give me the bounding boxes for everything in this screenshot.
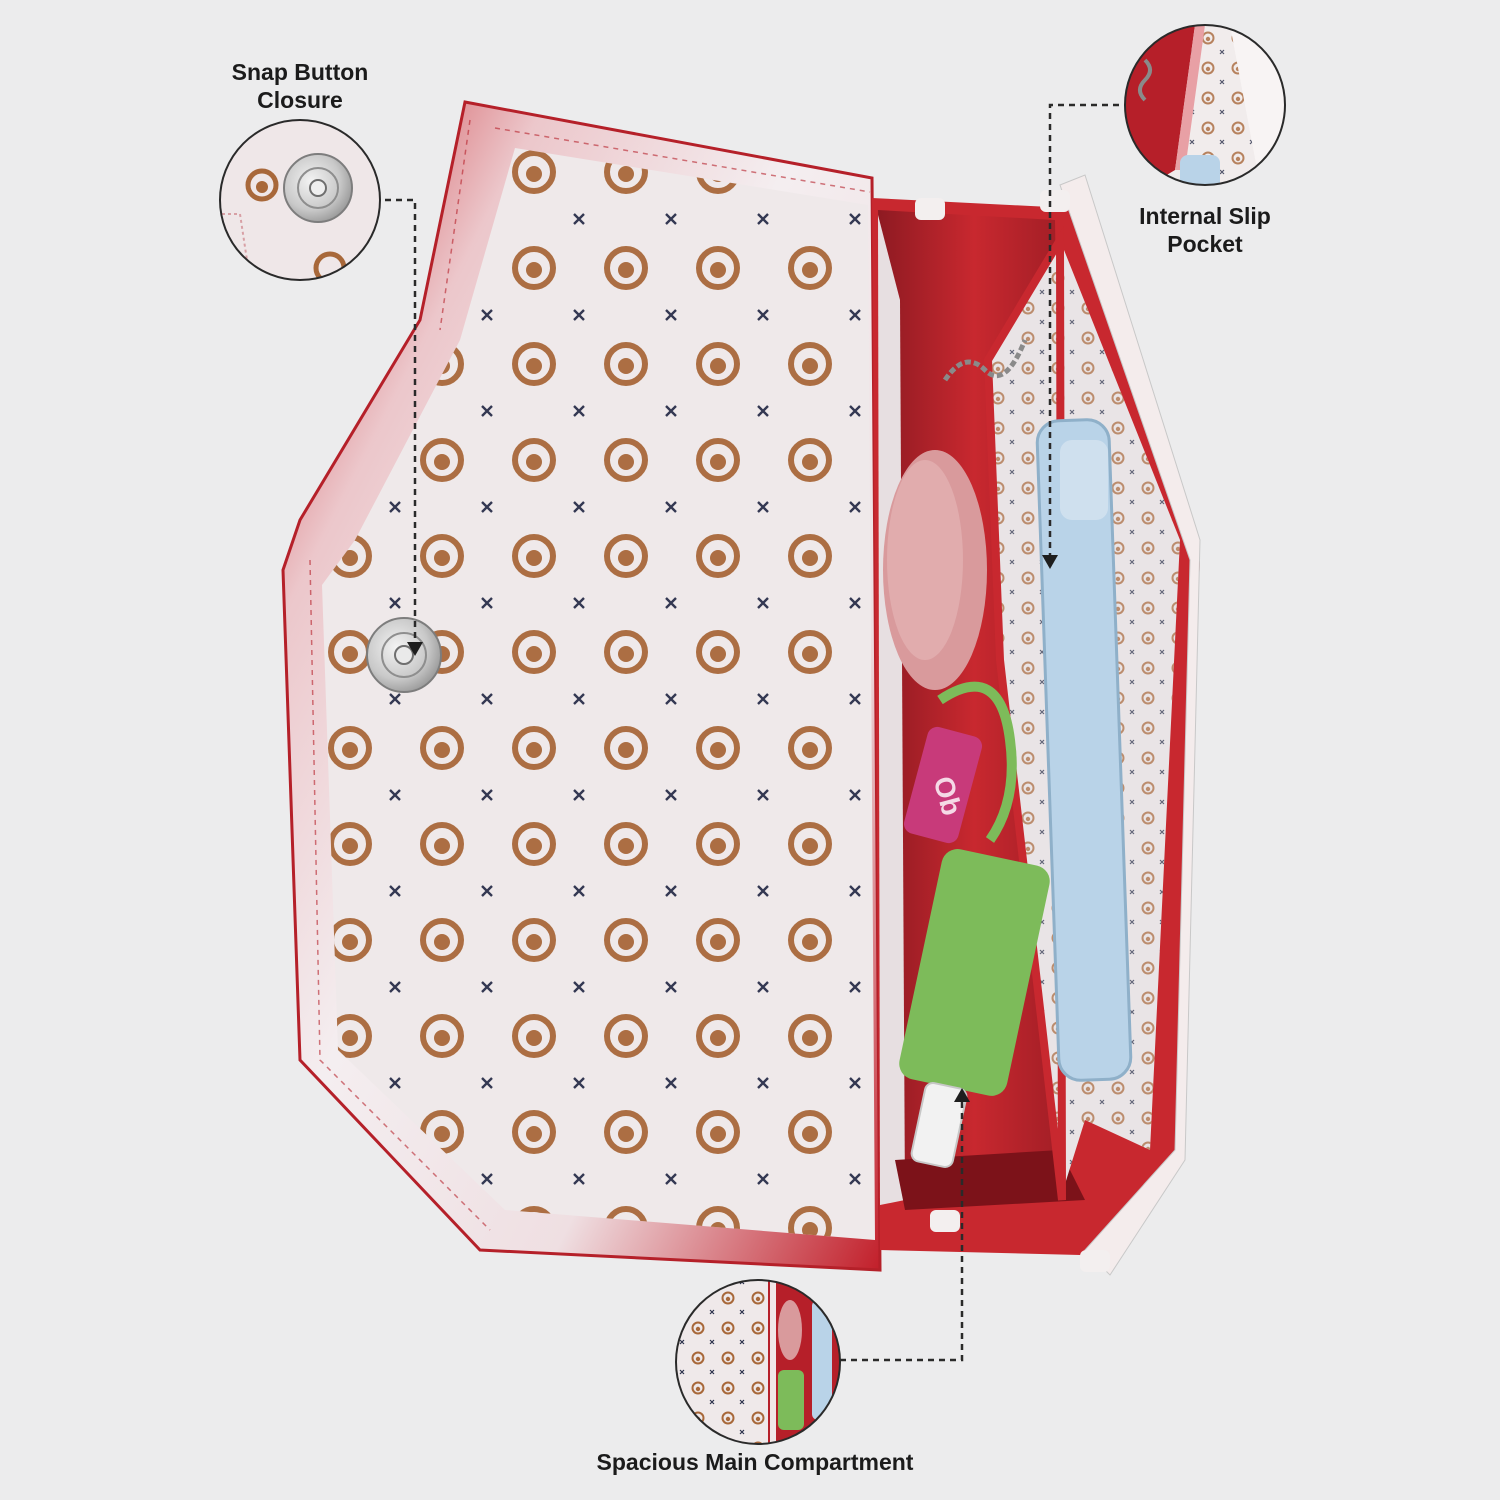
callout-lines: [385, 103, 1130, 1362]
lip-balm: Ob: [903, 726, 983, 844]
callout-main-compartment-line1: Spacious Main Compartment: [596, 1449, 914, 1475]
callout-snap-button-label: Snap Button Closure: [200, 58, 400, 114]
zoom-snap-button: [219, 119, 381, 281]
callout-snap-button-line2: Closure: [257, 87, 343, 113]
callout-slip-pocket-line1: Internal Slip: [1139, 203, 1271, 229]
compact-case: [883, 450, 987, 690]
callout-main-compartment-label: Spacious Main Compartment: [540, 1448, 970, 1476]
bag-flap: [281, 100, 882, 1272]
callout-slip-pocket-line2: Pocket: [1167, 231, 1243, 257]
zoom-slip-pocket: [1124, 24, 1286, 186]
hand-sanitizer: [899, 681, 1050, 1169]
callout-arrowheads: [407, 555, 1058, 1102]
bag-body: Ob: [872, 174, 1201, 1276]
snap-button-icon: [366, 617, 442, 693]
snap-button-closeup-icon: [283, 153, 353, 223]
zoom-main-compartment: [675, 1279, 841, 1445]
phone: [1035, 418, 1133, 1082]
callout-snap-button-line1: Snap Button: [231, 59, 369, 85]
callout-slip-pocket-label: Internal Slip Pocket: [1105, 202, 1305, 258]
